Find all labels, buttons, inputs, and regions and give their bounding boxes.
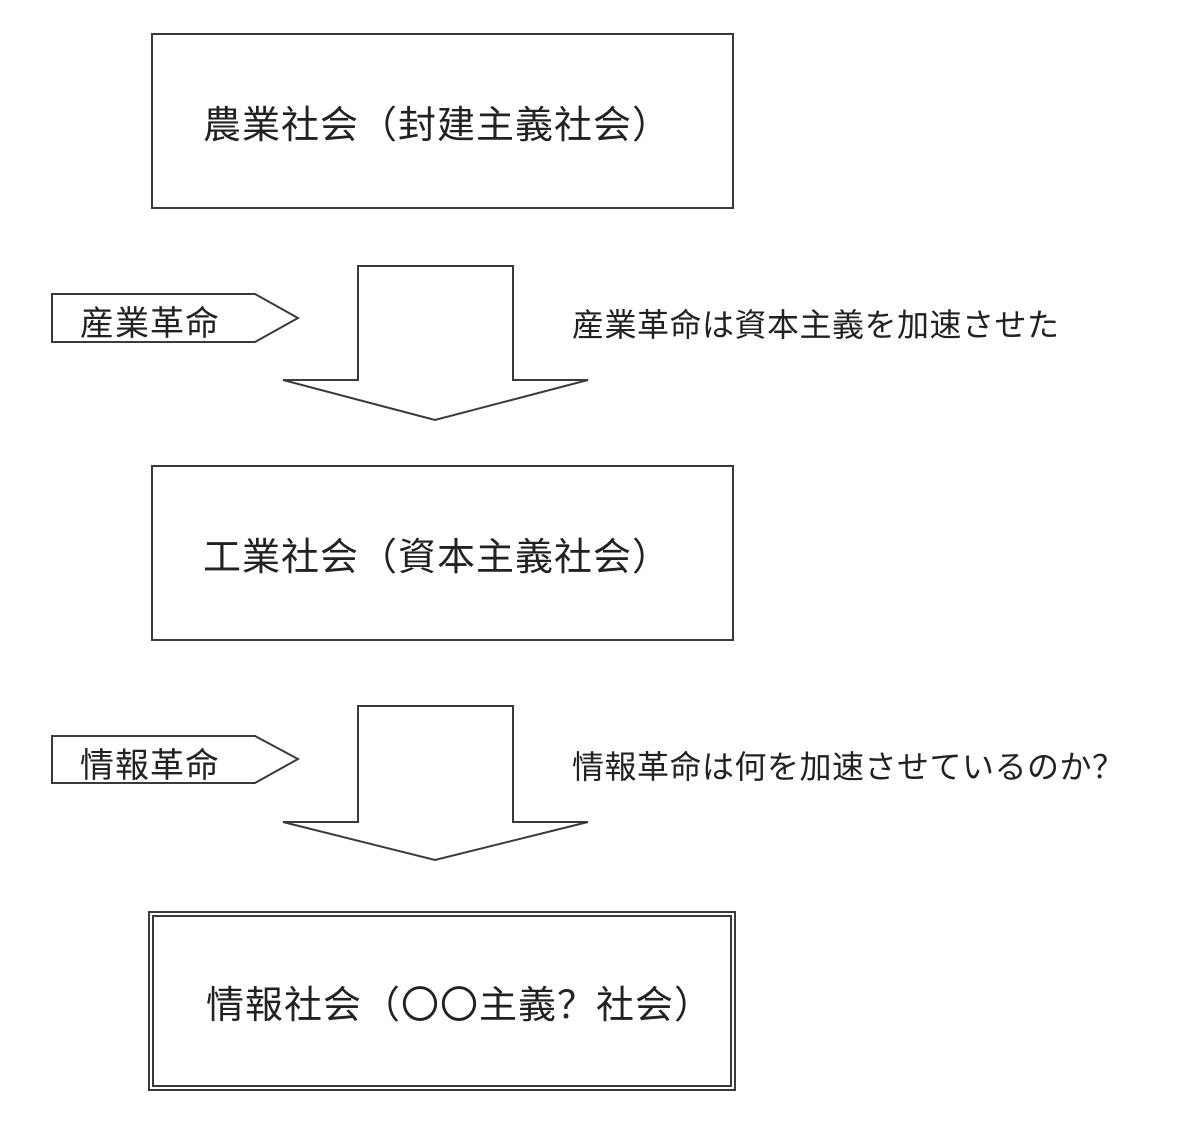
agricultural-society-box: 農業社会（封建主義社会） — [151, 33, 734, 209]
tag-shape-information-revolution — [51, 735, 301, 784]
industrial-society-box: 工業社会（資本主義社会） — [151, 465, 734, 641]
information-revolution-tag: 情報革命 — [80, 746, 220, 786]
industrial-revolution-note: 産業革命は資本主義を加速させた — [572, 306, 1060, 344]
information-society-box: 情報社会（〇〇主義？社会） — [148, 911, 736, 1091]
industrial-revolution-tag: 産業革命 — [80, 304, 220, 344]
down-arrow-2 — [282, 705, 589, 862]
information-revolution-note: 情報革命は何を加速させているのか？ — [572, 748, 1125, 786]
agricultural-society-label: 農業社会（封建主義社会） — [203, 102, 672, 147]
down-arrow-1 — [282, 265, 589, 422]
tag-shape-industrial-revolution — [51, 293, 301, 343]
information-society-label: 情報社会（〇〇主義？社会） — [206, 982, 714, 1027]
industrial-society-label: 工業社会（資本主義社会） — [203, 534, 672, 579]
